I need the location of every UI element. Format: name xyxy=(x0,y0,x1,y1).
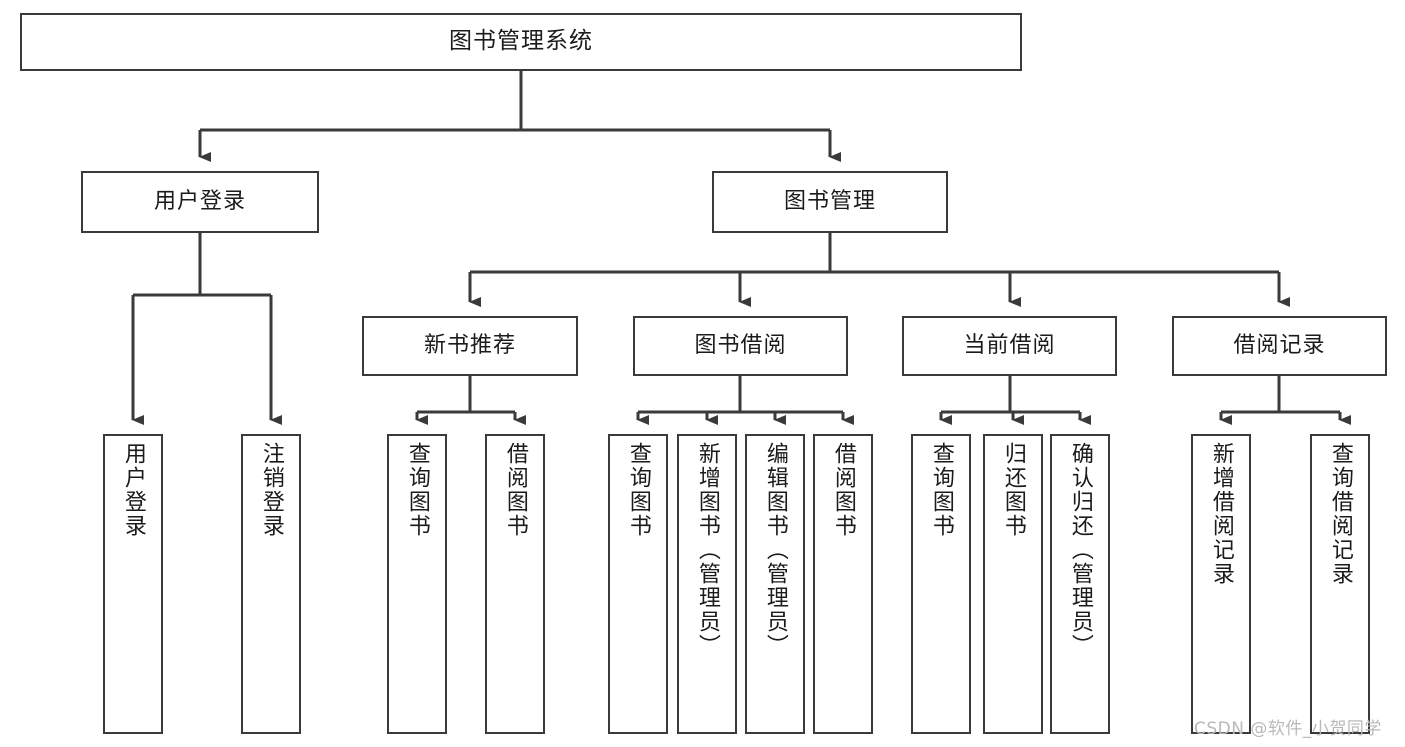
current-borrow-connectors xyxy=(939,376,1091,425)
leaf-user-login[interactable]: 用户登录 xyxy=(103,434,163,734)
leaf-label: 确认归还（管理员） xyxy=(1067,442,1093,658)
csdn-watermark: CSDN @软件_小贺同学 xyxy=(1194,719,1382,739)
book-manage-connectors xyxy=(468,233,1290,307)
leaf-query-borrow-record[interactable]: 查询借阅记录 xyxy=(1310,434,1370,734)
leaf-borrow-book-recommend[interactable]: 借阅图书 xyxy=(485,434,545,734)
node-root-system[interactable]: 图书管理系统 xyxy=(20,13,1022,71)
leaf-query-book-current[interactable]: 查询图书 xyxy=(911,434,971,734)
node-borrow-record[interactable]: 借阅记录 xyxy=(1172,316,1387,376)
leaf-borrow-book-borrow[interactable]: 借阅图书 xyxy=(813,434,873,734)
node-book-borrow[interactable]: 图书借阅 xyxy=(633,316,848,376)
leaf-label: 查询借阅记录 xyxy=(1327,442,1353,586)
leaf-label: 注销登录 xyxy=(258,442,284,538)
leaf-label: 查询图书 xyxy=(928,442,954,538)
leaf-label: 查询图书 xyxy=(404,442,430,538)
leaf-label: 新增图书（管理员） xyxy=(694,442,720,658)
leaf-add-book-admin[interactable]: 新增图书（管理员） xyxy=(677,434,737,734)
leaf-label: 归还图书 xyxy=(1000,442,1026,538)
leaf-label: 用户登录 xyxy=(120,442,146,538)
new-book-rec-connectors xyxy=(415,376,526,425)
book-borrow-connectors xyxy=(636,376,854,425)
user-login-connectors xyxy=(131,233,282,425)
borrow-record-connectors xyxy=(1219,376,1351,425)
node-current-borrow[interactable]: 当前借阅 xyxy=(902,316,1117,376)
leaf-user-logout[interactable]: 注销登录 xyxy=(241,434,301,734)
leaf-label: 借阅图书 xyxy=(830,442,856,538)
leaf-label: 借阅图书 xyxy=(502,442,528,538)
leaf-add-borrow-record[interactable]: 新增借阅记录 xyxy=(1191,434,1251,734)
leaf-confirm-return-admin[interactable]: 确认归还（管理员） xyxy=(1050,434,1110,734)
node-user-login[interactable]: 用户登录 xyxy=(81,171,319,233)
leaf-return-book[interactable]: 归还图书 xyxy=(983,434,1043,734)
node-new-book-recommend[interactable]: 新书推荐 xyxy=(362,316,578,376)
node-book-manage[interactable]: 图书管理 xyxy=(712,171,948,233)
leaf-label: 新增借阅记录 xyxy=(1208,442,1234,586)
leaf-query-book-recommend[interactable]: 查询图书 xyxy=(387,434,447,734)
leaf-query-book-borrow[interactable]: 查询图书 xyxy=(608,434,668,734)
leaf-label: 查询图书 xyxy=(625,442,651,538)
leaf-edit-book-admin[interactable]: 编辑图书（管理员） xyxy=(745,434,805,734)
root-connectors xyxy=(198,71,841,162)
leaf-label: 编辑图书（管理员） xyxy=(762,442,788,658)
